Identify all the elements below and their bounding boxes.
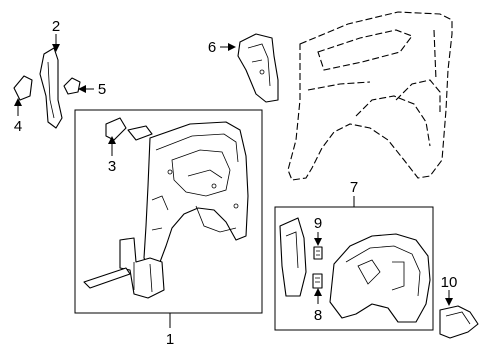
part-1-inner-quarter-panel (143, 121, 249, 271)
part-5-bracket (63, 77, 81, 95)
callout-2: 2 (52, 18, 60, 35)
part-10-lower-bracket (439, 305, 479, 339)
quarter-panel-reference-outline (287, 11, 453, 181)
callout-8: 8 (314, 307, 322, 324)
callout-7: 7 (350, 179, 358, 196)
callout-6: 6 (208, 39, 216, 56)
part-3-bracket (105, 117, 153, 141)
part-7-wheelhouse-liner (279, 217, 431, 323)
callout-5: 5 (98, 81, 106, 98)
part-1-wheelhouse-bracket (83, 237, 165, 299)
part-9-clip (313, 246, 323, 260)
leader-lines (14, 34, 453, 328)
callout-3: 3 (108, 158, 116, 175)
callout-4: 4 (14, 118, 22, 135)
part-8-clip (312, 273, 323, 289)
part-6-upper-reinforcement (237, 33, 279, 103)
part-2-pillar-reinforcement (39, 47, 63, 129)
callout-1: 1 (166, 331, 174, 348)
part-1-group-box (74, 109, 263, 314)
callout-9: 9 (314, 215, 322, 232)
callout-10: 10 (441, 274, 458, 291)
part-4-bracket (13, 75, 33, 101)
